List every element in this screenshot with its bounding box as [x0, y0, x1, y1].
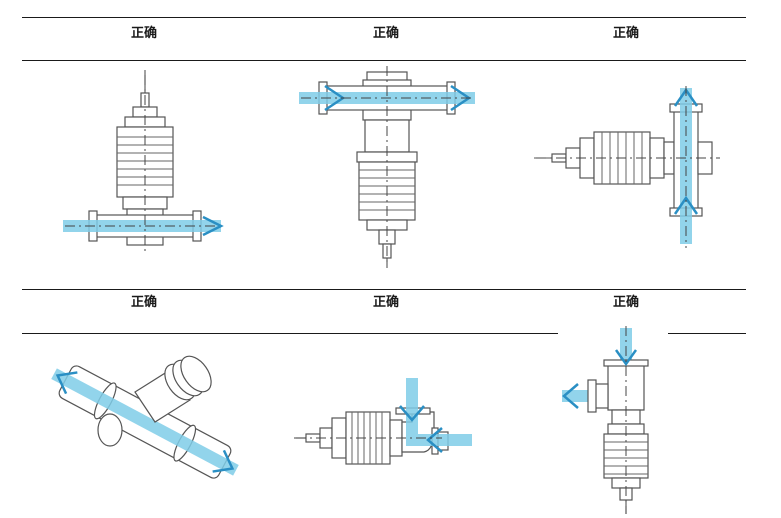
diagram-top-elbow-sensor-down — [558, 322, 668, 518]
row2-header-rule-right — [650, 333, 746, 334]
row1-header-rule — [22, 60, 746, 61]
label-correct-2: 正确 — [372, 26, 399, 41]
label-correct-1: 正确 — [130, 26, 157, 41]
label-correct-4: 正确 — [130, 295, 157, 310]
label-correct-5: 正确 — [372, 295, 399, 310]
diagram-horizontal-sensor-elbow — [294, 378, 472, 465]
table-top-rule — [22, 17, 746, 18]
diagram-vertical-sensor-bottom-tee — [63, 70, 225, 255]
row2-header-rule-left — [22, 333, 558, 334]
diagram-horizontal-sensor-vertical-flow — [534, 86, 720, 248]
diagram-diagonal-tee — [51, 355, 239, 479]
label-correct-3: 正确 — [612, 26, 639, 41]
side-branch — [97, 355, 212, 447]
row-divider-rule — [22, 289, 746, 290]
label-correct-6: 正确 — [612, 295, 639, 310]
diagram-top-tee-sensor-down — [299, 66, 475, 268]
